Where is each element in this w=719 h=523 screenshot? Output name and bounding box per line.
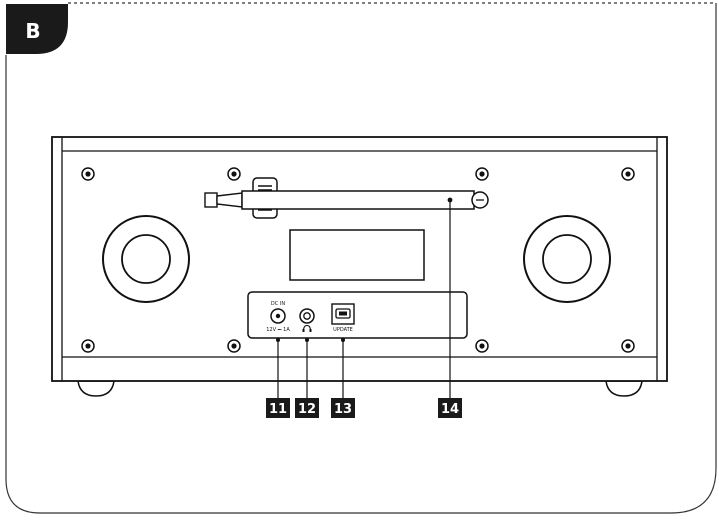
antenna-tip: [204, 192, 218, 208]
foot-right: [605, 380, 643, 397]
headphone-jack: [299, 308, 315, 332]
callout-12: 12: [295, 398, 319, 418]
screw-top-right: [621, 167, 635, 181]
usb-update-port: UPDATE: [331, 303, 355, 333]
callout-number: 13: [334, 402, 352, 417]
headphone-icon: [302, 324, 312, 332]
screws: [81, 167, 635, 353]
callout-11: 11: [266, 398, 290, 418]
screw-bottom-center-right: [475, 339, 489, 353]
dc-power-jack: DC IN 12V ⎓ 1A: [266, 301, 290, 333]
screw-top-center-right: [475, 167, 489, 181]
telescopic-antenna: [204, 190, 489, 210]
connection-panel: DC IN 12V ⎓ 1A UPDATE: [247, 291, 468, 339]
antenna-joint: [216, 192, 243, 208]
screw-top-center-left: [227, 167, 241, 181]
leader-lines: [276, 197, 453, 398]
frame-border: [5, 3, 717, 514]
screw-bottom-right: [621, 339, 635, 353]
antenna-rod: [241, 190, 475, 210]
callout-number: 11: [269, 402, 287, 417]
callout-14: 14: [438, 398, 462, 418]
dc-rating-label: 12V ⎓ 1A: [266, 327, 290, 333]
dc-in-label: DC IN: [271, 301, 285, 307]
speaker-port-right: [523, 215, 611, 303]
connector-recess: [247, 291, 468, 339]
label-plate: [289, 229, 425, 281]
callout-number: 12: [298, 402, 316, 417]
screw-bottom-left: [81, 339, 95, 353]
screw-bottom-center-left: [227, 339, 241, 353]
screw-top-left: [81, 167, 95, 181]
usb-update-label: UPDATE: [333, 327, 353, 333]
section-label: B: [25, 19, 40, 43]
speaker-port-left: [102, 215, 190, 303]
figure-frame: B: [5, 2, 717, 514]
callout-number: 14: [441, 402, 459, 417]
foot-left: [77, 380, 115, 397]
section-tab: [6, 4, 68, 54]
callout-13: 13: [331, 398, 355, 418]
